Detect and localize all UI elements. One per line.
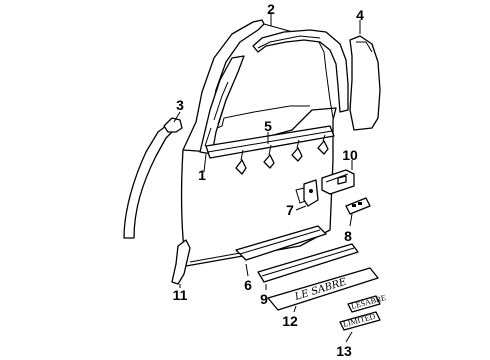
callout-7: 7: [286, 202, 294, 218]
callout-8: 8: [344, 228, 352, 244]
body-moulding-part-6: [235, 225, 327, 261]
callout-11: 11: [173, 287, 188, 303]
callout-labels: 2 4 3 5 1 10 7 8 6 9 11 12 13: [173, 1, 365, 359]
callout-13: 13: [336, 343, 352, 359]
callout-1: 1: [198, 167, 206, 183]
bracket-part-7: [303, 179, 319, 207]
callout-12: 12: [282, 313, 298, 329]
callout-2: 2: [267, 1, 275, 17]
callout-5: 5: [264, 118, 272, 134]
callout-4: 4: [356, 7, 364, 23]
callout-3: 3: [176, 97, 184, 113]
body-moulding-part-9: [257, 243, 359, 283]
callout-6: 6: [244, 277, 252, 293]
leader-lines: [173, 14, 361, 343]
callout-10: 10: [342, 147, 358, 163]
badges-part-13: LESABRE LIMITED: [339, 293, 387, 331]
roof-weatherstrip-part-2: [252, 29, 349, 113]
belt-weatherstrip-part-5: [205, 125, 335, 175]
pillar-garnish-part-1: [199, 55, 245, 155]
windshield-moulding-part-3: [123, 117, 183, 239]
door-handle-part-10: [321, 169, 355, 195]
badge-upper-text: LESABRE: [350, 293, 387, 311]
lower-moulding-part-11: [171, 239, 191, 285]
rear-applique-part-4: [349, 35, 381, 131]
handle-insert-part-8: [345, 197, 371, 215]
callout-9: 9: [260, 291, 268, 307]
